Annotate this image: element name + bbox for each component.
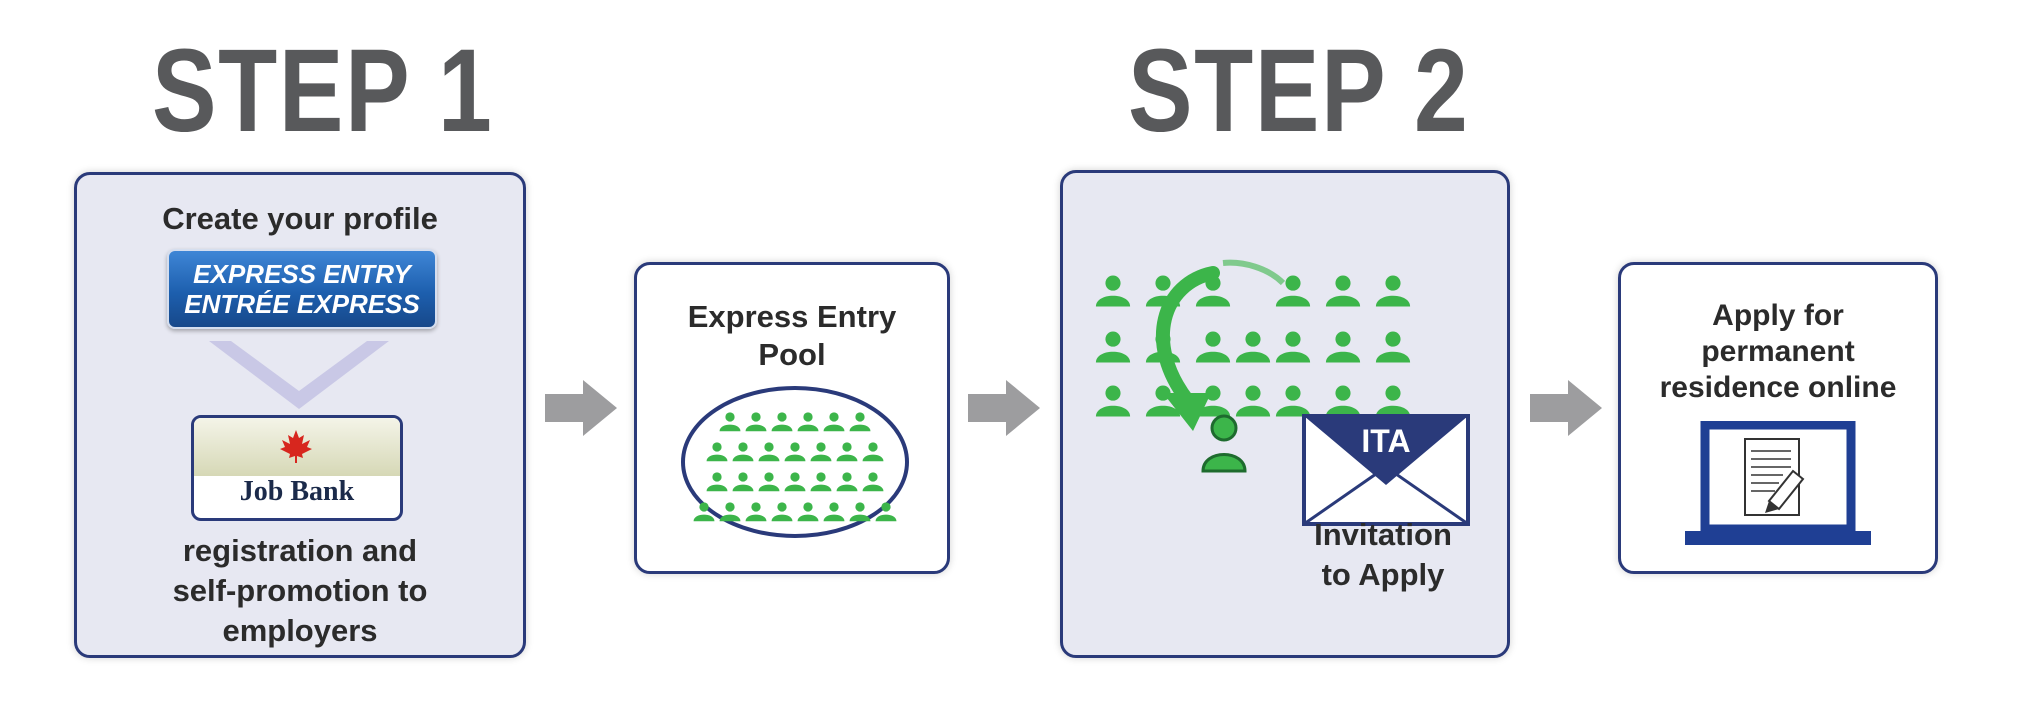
right-arrow-icon <box>968 380 1040 436</box>
person-icon <box>836 472 858 492</box>
person-icon <box>1095 385 1131 417</box>
person-icon <box>1195 331 1231 363</box>
person-icon <box>1201 414 1247 473</box>
pool-line2: Pool <box>758 337 826 372</box>
step1-box: Create your profile EXPRESS ENTRY ENTRÉE… <box>74 172 526 658</box>
person-icon <box>1375 385 1411 417</box>
curved-arrow-icon <box>1156 266 1220 408</box>
person-icon <box>1095 331 1131 363</box>
step2-title: STEP 2 <box>1128 25 1470 157</box>
person-icon <box>758 442 780 462</box>
person-icon <box>823 412 845 432</box>
apply-line2: permanent <box>1701 335 1855 368</box>
person-icon <box>1275 385 1311 417</box>
person-icon <box>784 442 806 462</box>
envelope-icon <box>1302 414 1470 526</box>
person-icon <box>719 412 741 432</box>
person-icon <box>810 472 832 492</box>
person-icon <box>1325 275 1361 307</box>
person-icon <box>745 502 767 522</box>
chevron-down-icon <box>209 341 389 409</box>
create-profile-label: Create your profile <box>162 201 438 236</box>
invitation-line2: to Apply <box>1321 557 1445 592</box>
registration-line1: registration and <box>182 533 418 568</box>
person-icon <box>732 472 754 492</box>
step2-box: ITA Invitation to Apply <box>1060 170 1510 658</box>
ita-badge: ITA <box>1361 423 1411 459</box>
person-icon <box>797 412 819 432</box>
person-icon <box>875 502 897 522</box>
person-icon <box>1095 275 1131 307</box>
person-icon <box>758 472 780 492</box>
person-icon <box>706 442 728 462</box>
person-icon <box>1235 385 1271 417</box>
person-icon <box>849 412 871 432</box>
person-icon <box>810 442 832 462</box>
apply-box: Apply for permanent residence online <box>1618 262 1938 574</box>
express-entry-logo: EXPRESS ENTRY ENTRÉE EXPRESS <box>167 249 437 329</box>
person-icon <box>771 502 793 522</box>
apply-line1: Apply for <box>1712 299 1844 332</box>
maple-leaf-icon <box>280 430 312 463</box>
right-arrow-icon <box>545 380 617 436</box>
apply-line3: residence online <box>1659 371 1897 404</box>
person-icon <box>862 472 884 492</box>
pool-box: Express Entry Pool <box>634 262 950 574</box>
person-icon <box>706 472 728 492</box>
job-bank-label: Job Bank <box>239 476 355 507</box>
person-icon <box>862 442 884 462</box>
ee-logo-line1: EXPRESS ENTRY <box>193 259 411 289</box>
person-icon <box>771 412 793 432</box>
invitation-line1: Invitation <box>1314 517 1452 552</box>
person-icon <box>1275 275 1311 307</box>
registration-line2: self-promotion to <box>172 573 428 608</box>
person-icon <box>1195 385 1231 417</box>
person-icon <box>784 472 806 492</box>
step1-title: STEP 1 <box>152 25 494 157</box>
person-icon <box>1235 331 1271 363</box>
person-icon <box>1195 275 1231 307</box>
job-bank-logo: Job Bank <box>191 415 403 521</box>
registration-line3: employers <box>222 613 378 648</box>
ee-logo-line2: ENTRÉE EXPRESS <box>184 289 420 319</box>
person-icon <box>719 502 741 522</box>
crowd-selection-graphic <box>1095 259 1411 431</box>
person-icon <box>1375 275 1411 307</box>
pool-line1: Express Entry <box>687 299 897 334</box>
person-icon <box>849 502 871 522</box>
person-icon <box>836 442 858 462</box>
person-icon <box>1325 331 1361 363</box>
person-icon <box>745 412 767 432</box>
person-icon <box>823 502 845 522</box>
person-icon <box>1275 331 1311 363</box>
person-icon <box>732 442 754 462</box>
person-icon <box>1375 331 1411 363</box>
person-icon <box>1325 385 1361 417</box>
pool-crowd <box>681 386 909 538</box>
person-icon <box>693 502 715 522</box>
right-arrow-icon <box>1530 380 1602 436</box>
person-icon <box>797 502 819 522</box>
laptop-document-icon <box>1685 421 1871 545</box>
